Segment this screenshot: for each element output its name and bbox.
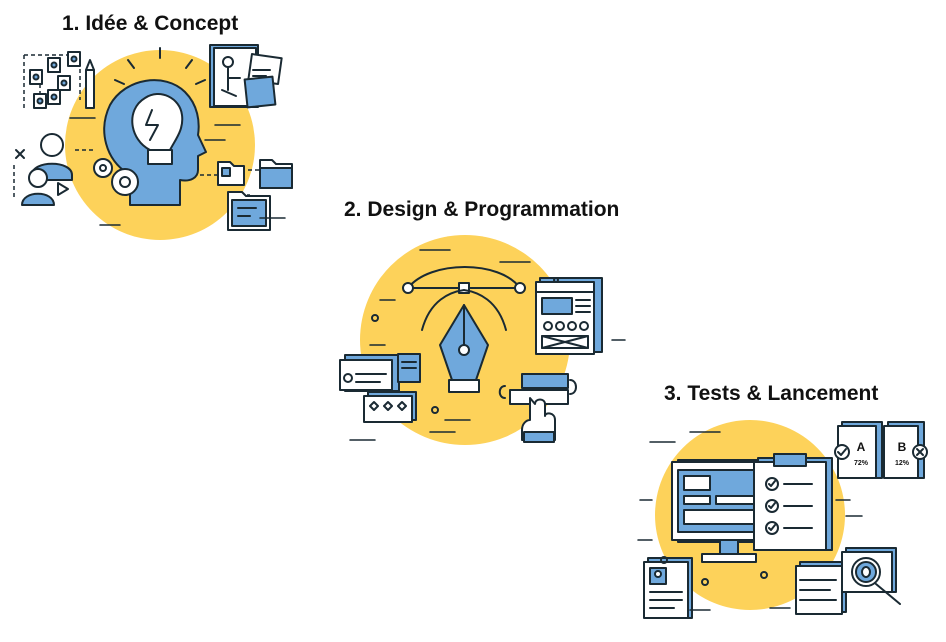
decor-lines xyxy=(349,249,626,441)
documents-icon xyxy=(209,44,283,109)
variant-b-label: B xyxy=(898,440,907,454)
folders-icon xyxy=(200,159,293,231)
hand-pointer-icon xyxy=(498,373,577,443)
flowchart-icon xyxy=(23,51,81,110)
tests-launch-illustration: A 72% B 12% xyxy=(637,420,928,619)
decor-lines xyxy=(637,431,863,611)
decor-lines xyxy=(69,117,286,226)
step-2-title: 2. Design & Programmation xyxy=(344,198,620,221)
profile-document-icon xyxy=(643,557,693,619)
step-3-title: 3. Tests & Lancement xyxy=(664,382,879,405)
bug-search-icon xyxy=(795,547,901,615)
gear-icon xyxy=(93,158,139,196)
pencil-icon xyxy=(85,59,95,109)
clipboard-checklist-icon xyxy=(753,453,833,551)
users-icon xyxy=(13,133,95,206)
step-1-title: 1. Idée & Concept xyxy=(62,12,239,35)
ab-test-icon xyxy=(834,421,928,479)
wireframe-window-icon xyxy=(535,277,603,355)
variant-b-value: 12% xyxy=(895,460,910,467)
variant-a-label: A xyxy=(857,440,866,454)
decor-dot xyxy=(660,556,668,564)
idea-concept-illustration xyxy=(13,44,293,240)
decor-dot xyxy=(431,406,439,414)
decor-dot xyxy=(553,277,559,283)
decor-dot xyxy=(760,571,768,579)
bug-icon xyxy=(861,566,871,578)
decor-dot xyxy=(701,578,709,586)
variant-a-value: 72% xyxy=(854,460,869,467)
decor-dot xyxy=(371,314,379,322)
browser-windows-icon xyxy=(339,353,421,423)
pen-tool-icon xyxy=(402,266,526,393)
design-programming-illustration xyxy=(339,235,626,445)
